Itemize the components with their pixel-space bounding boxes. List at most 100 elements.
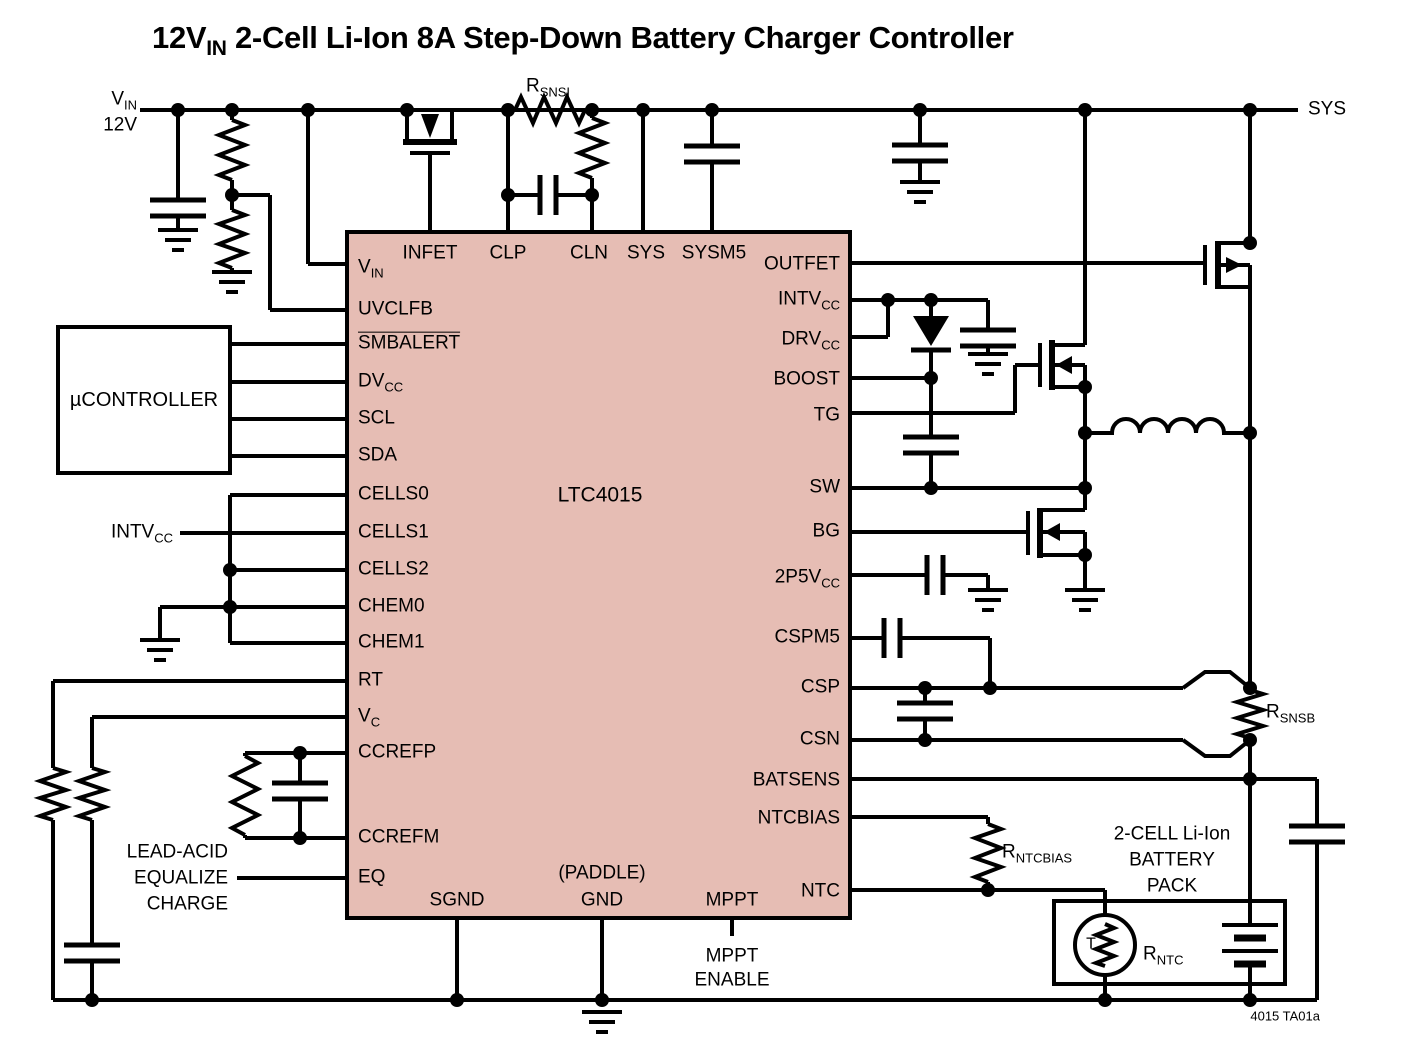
resistor-ccref	[227, 754, 263, 837]
pin-label-ntc: NTC	[800, 880, 840, 902]
rntcbias-label: RNTCBIAS	[1002, 841, 1073, 866]
tg-body-arrow	[1056, 356, 1072, 374]
resistor-rntcbias	[969, 822, 1007, 884]
vin-bulk-cap	[150, 197, 206, 219]
diode-arrow	[913, 316, 949, 346]
resistor-vc	[72, 766, 112, 822]
microcontroller-box	[56, 325, 232, 475]
pin-label-sgnd: SGND	[429, 889, 485, 911]
csp-csn-cap	[897, 700, 953, 722]
intvcc-net-label: INTVCC	[110, 521, 173, 546]
pin-label-paddle: (PADDLE)	[558, 862, 646, 884]
ground-symbol-chem	[140, 638, 180, 662]
2p5vcc-cap	[924, 555, 946, 595]
pin-label-vin: VIN	[358, 256, 384, 281]
pin-label-cln: CLN	[569, 242, 609, 264]
ic-body	[345, 230, 852, 920]
pin-label-gnd: GND	[580, 889, 624, 911]
ground-symbol-vin	[158, 228, 198, 252]
pin-label-ccrefm: CCREFM	[358, 826, 440, 848]
outfet-body-arrow	[1226, 257, 1242, 273]
bg-body-arrow	[1044, 523, 1060, 541]
pin-label-smbalert: SMBALERT	[358, 332, 461, 354]
pin-label-eq: EQ	[358, 866, 386, 888]
cspm5-cap	[881, 618, 903, 658]
resistor-rt	[33, 766, 73, 822]
pin-label-cspm5: CSPM5	[774, 626, 840, 648]
infet-pmos	[403, 114, 457, 155]
pin-label-scl: SCL	[358, 407, 395, 429]
outfet-nmos	[1203, 241, 1250, 289]
microcontroller-label: µCONTROLLER	[69, 389, 219, 411]
pin-label-sda: SDA	[358, 444, 398, 466]
pin-label-batsens: BATSENS	[752, 769, 840, 791]
rsnsb-label: RSNSB	[1266, 701, 1316, 726]
boost-diode	[911, 300, 951, 378]
pin-label-cells0: CELLS0	[358, 483, 429, 505]
pin-label-cells2: CELLS2	[358, 558, 429, 580]
resistor-uvcl-top	[213, 118, 251, 182]
pin-label-ccrefp: CCREFP	[358, 741, 437, 763]
pin-label-mppt: MPPT	[705, 889, 759, 911]
battery-pack-label-1: 2-CELL Li-Ion	[1113, 823, 1231, 845]
mppt-enable-label-2: ENABLE	[694, 969, 770, 991]
tg-nmos	[1038, 340, 1085, 390]
pin-label-boost: BOOST	[773, 368, 840, 390]
pin-label-cells1: CELLS1	[358, 521, 429, 543]
pin-label-sw: SW	[809, 476, 840, 498]
pin-label-vc: VC	[358, 705, 381, 730]
ic-part-number: LTC4015	[557, 483, 643, 507]
pin-label-outfet: OUTFET	[764, 253, 840, 275]
clp-cln-cap	[537, 175, 559, 215]
boost-cap	[903, 434, 959, 456]
ground-symbol-uvcl	[212, 270, 252, 294]
ground-symbol-sys	[900, 180, 940, 204]
sys-net-label: SYS	[1308, 98, 1347, 120]
output-cap	[1289, 823, 1345, 845]
pin-label-drvcc: DRVCC	[781, 328, 840, 353]
pin-label-sys: SYS	[626, 242, 666, 264]
thermistor	[1073, 913, 1137, 977]
inductor	[1085, 417, 1250, 435]
mppt-enable-label-1: MPPT	[705, 945, 759, 967]
battery-pack-box	[1052, 899, 1287, 986]
lead-acid-label-3: CHARGE	[146, 893, 228, 915]
battery-pack-label-3: PACK	[1146, 875, 1198, 897]
pin-label-tg: TG	[813, 404, 840, 426]
pin-label-ntcbias: NTCBIAS	[757, 807, 840, 829]
ground-symbol-paddle	[582, 1010, 622, 1034]
bg-nmos	[1026, 508, 1085, 558]
lead-acid-label-2: EQUALIZE	[134, 867, 228, 889]
lead-acid-label-1: LEAD-ACID	[126, 841, 228, 863]
ground-symbol-2p5	[968, 588, 1008, 612]
infet-body-arrow	[421, 114, 439, 138]
pin-label-rt: RT	[358, 669, 383, 691]
rsnsi-label: RSNSI	[525, 75, 571, 100]
vin-voltage-label: 12V	[103, 114, 137, 136]
ground-symbol-intvcc	[968, 352, 1008, 376]
pin-label-chem0: CHEM0	[358, 595, 425, 617]
thermistor-t-label: T	[1086, 935, 1096, 953]
pin-label-infet: INFET	[402, 242, 458, 264]
pin-label-bg: BG	[812, 520, 840, 542]
pin-label-csn: CSN	[799, 728, 840, 750]
sysm5-cap	[684, 143, 740, 165]
battery-symbol	[1222, 923, 1278, 968]
vc-comp-cap	[64, 942, 120, 964]
pin-label-csp: CSP	[800, 676, 840, 698]
pin-label-chem1: CHEM1	[358, 631, 425, 653]
pin-label-2p5vcc: 2P5VCC	[774, 566, 840, 591]
battery-pack-label-2: BATTERY	[1129, 849, 1215, 871]
resistor-uvcl-bottom	[213, 208, 251, 270]
page-title: 12VIN 2-Cell Li-Ion 8A Step-Down Battery…	[152, 20, 1014, 61]
figure-note: 4015 TA01a	[1250, 1008, 1320, 1024]
sys-bypass-cap	[892, 142, 948, 164]
resistor-rsnsb	[1230, 688, 1270, 740]
pin-label-sysm5: SYSM5	[681, 242, 747, 264]
ccref-cap	[272, 780, 328, 802]
rntc-label: RNTC	[1143, 943, 1184, 968]
resistor-cln	[573, 116, 611, 180]
junction-dots	[85, 103, 1257, 1007]
